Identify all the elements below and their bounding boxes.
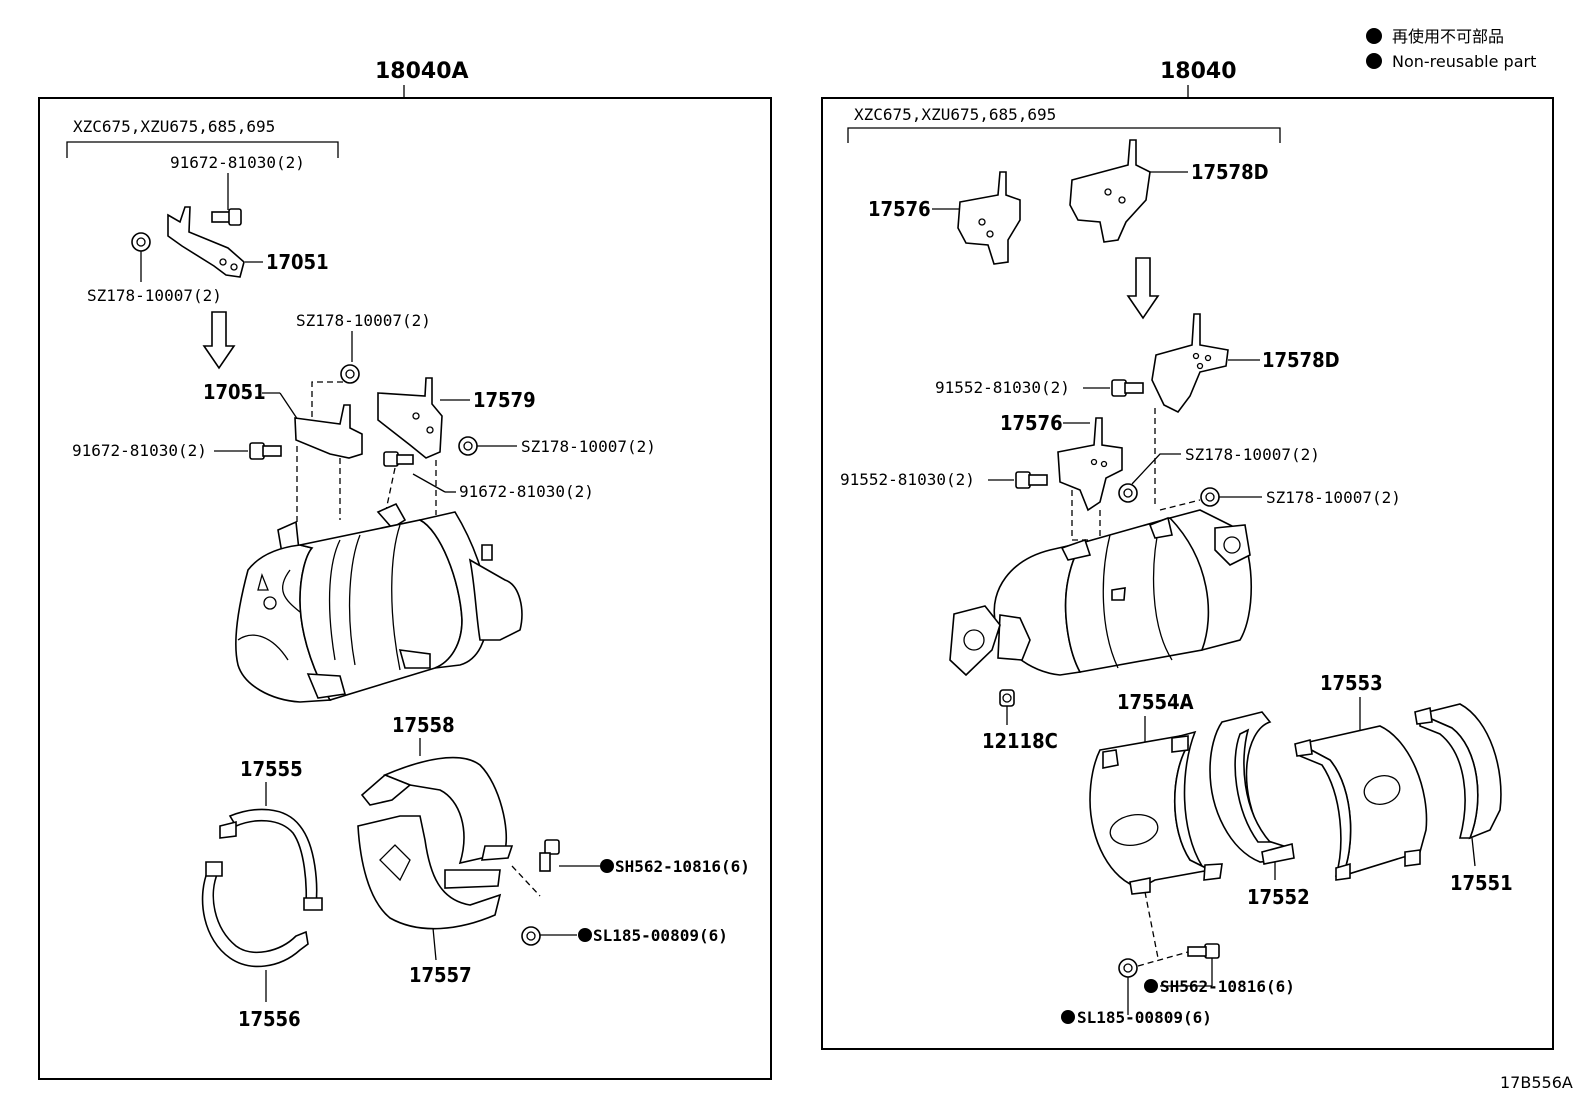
left-assembly-number: 18040A: [375, 59, 469, 84]
left-assembly-frame: [38, 97, 772, 1080]
label-17552: 17552: [1247, 885, 1310, 909]
legend-jp: 再使用不可部品: [1392, 27, 1504, 46]
bracket-17051-mid: [294, 404, 363, 459]
drawing-id: 17B556A: [1500, 1073, 1573, 1092]
label-sh562-right: SH562-10816(6): [1160, 977, 1295, 996]
heat-shield-17554a: [1089, 730, 1223, 895]
label-91552-bottom: 91552-81030(2): [840, 470, 975, 489]
right-assembly-number: 18040: [1160, 59, 1237, 84]
nut-icon: [340, 364, 360, 384]
bracket-17576: [1057, 417, 1123, 512]
label-17576: 17576: [1000, 411, 1063, 435]
label-sz178-right: SZ178-10007(2): [521, 437, 656, 456]
bolt-icon: [1015, 471, 1048, 489]
label-sz178-mid: SZ178-10007(2): [296, 311, 431, 330]
right-assembly-panel: 18040 XZC675,XZU675,685,695 17576 17578D…: [821, 59, 1554, 1050]
heat-shield-17557: [357, 815, 502, 930]
label-sl185-right: SL185-00809(6): [1077, 1008, 1212, 1027]
label-17554a: 17554A: [1117, 690, 1194, 714]
heat-shield-17552: [1209, 711, 1295, 865]
non-reusable-marker-icon: [578, 928, 592, 942]
bolt-icon: [211, 208, 242, 226]
label-17578d-top: 17578D: [1191, 160, 1269, 184]
label-17578d: 17578D: [1262, 348, 1340, 372]
nut-icon: [131, 232, 151, 252]
label-17556: 17556: [238, 1007, 301, 1031]
bolt-icon: [539, 839, 560, 872]
label-17051-top: 17051: [266, 250, 329, 274]
label-17558: 17558: [392, 713, 455, 737]
non-reusable-marker-icon: [1366, 28, 1382, 44]
nut-icon: [1118, 483, 1138, 503]
dpf-converter-left: [235, 502, 523, 703]
label-91672-left: 91672-81030(2): [72, 441, 207, 460]
band-17555: [228, 808, 318, 906]
non-reusable-marker-icon: [1144, 979, 1158, 993]
left-assembly-panel: 18040A XZC675,XZU675,685,695 91672-81030…: [38, 59, 772, 1080]
label-17051-mid: 17051: [203, 380, 266, 404]
bolt-icon: [1111, 379, 1144, 397]
label-17553: 17553: [1320, 671, 1383, 695]
nut-icon: [458, 436, 478, 456]
legend-en: Non-reusable part: [1392, 52, 1536, 71]
label-91672-top: 91672-81030(2): [170, 153, 305, 172]
bolt-icon: [1187, 943, 1220, 959]
bracket-17576-top: [957, 171, 1021, 265]
bolt-icon: [383, 451, 414, 467]
label-17579: 17579: [473, 388, 536, 412]
bolt-icon: [249, 442, 282, 460]
label-sz178-b: SZ178-10007(2): [1266, 488, 1401, 507]
label-17576-top: 17576: [868, 197, 931, 221]
right-assembly-frame: [821, 97, 1554, 1050]
band-17556: [201, 869, 309, 968]
down-arrow-icon: [1126, 257, 1160, 320]
label-91552-top: 91552-81030(2): [935, 378, 1070, 397]
bracket-17578d: [1151, 313, 1229, 414]
non-reusable-marker-icon: [1061, 1010, 1075, 1024]
nut-icon: [1118, 958, 1138, 978]
label-sz178-a: SZ178-10007(2): [1185, 445, 1320, 464]
label-sh562-left: SH562-10816(6): [615, 857, 750, 876]
bracket-17578d-top: [1069, 139, 1151, 243]
nut-icon: [1200, 487, 1220, 507]
label-sl185-left: SL185-00809(6): [593, 926, 728, 945]
label-17557: 17557: [409, 963, 472, 987]
heat-shield-17558: [360, 756, 514, 865]
dpf-converter-right: [949, 509, 1252, 677]
legend: 再使用不可部品 Non-reusable part: [1366, 27, 1536, 71]
sensor-12118c-icon: [999, 689, 1015, 707]
down-arrow-icon: [202, 311, 236, 370]
non-reusable-marker-icon: [1366, 53, 1382, 69]
label-17551: 17551: [1450, 871, 1513, 895]
left-applicability-bracket: [66, 141, 339, 158]
label-12118c: 12118C: [982, 729, 1058, 753]
left-applicability: XZC675,XZU675,685,695: [73, 117, 275, 136]
label-17555: 17555: [240, 757, 303, 781]
label-sz178-top: SZ178-10007(2): [87, 286, 222, 305]
heat-shield-17553: [1294, 725, 1428, 881]
right-applicability-bracket: [847, 127, 1281, 143]
bracket-17579: [377, 377, 443, 459]
nut-icon: [521, 926, 541, 946]
label-91672-right: 91672-81030(2): [459, 482, 594, 501]
non-reusable-marker-icon: [600, 859, 614, 873]
heat-shield-17551: [1414, 703, 1502, 840]
right-applicability: XZC675,XZU675,685,695: [854, 105, 1056, 124]
